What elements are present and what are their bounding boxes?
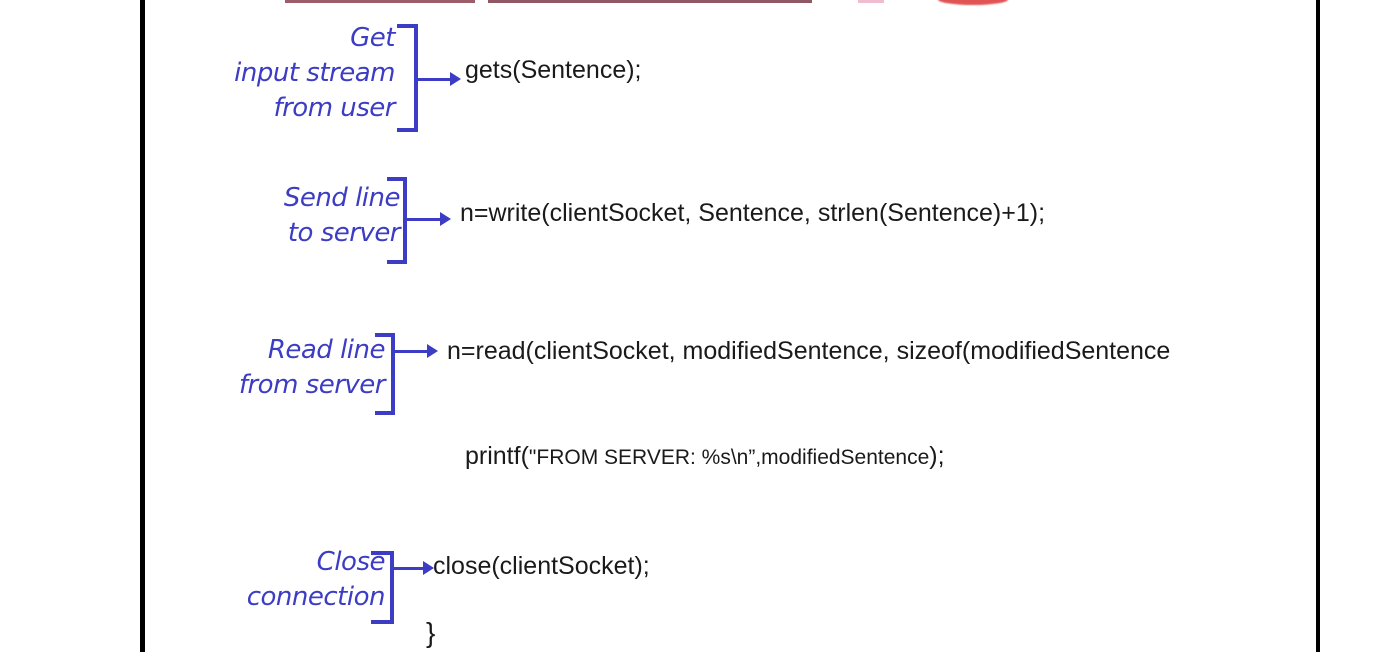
annotation-line: input stream (234, 58, 395, 88)
annotation-line: Read line (267, 335, 386, 365)
arrow-head (427, 344, 438, 358)
code-printf-prefix: printf( (465, 442, 529, 470)
annotation-send-line: Send line to server (150, 181, 401, 251)
arrow-head (450, 72, 461, 86)
annotation-line: from server (238, 370, 386, 400)
arrow-head (440, 212, 451, 226)
code-line-gets: gets(Sentence); (465, 56, 642, 84)
arrow-head (423, 561, 434, 575)
red-ellipse-marker-arc (938, 0, 1008, 5)
slide-right-border-line (1316, 0, 1320, 652)
annotation-line: Send line (283, 183, 401, 213)
bracket-icon (375, 333, 395, 415)
clipped-top-text-sliver (858, 0, 884, 3)
arrow-shaft (414, 78, 450, 81)
arrow-shaft (391, 350, 427, 353)
code-line-write: n=write(clientSocket, Sentence, strlen(S… (460, 199, 1046, 227)
slide-left-border-line (140, 0, 145, 652)
clipped-top-text-sliver (488, 0, 812, 3)
code-line-close: close(clientSocket); (433, 552, 650, 580)
clipped-top-text-sliver (285, 0, 475, 3)
bracket-icon (371, 551, 394, 624)
code-printf-suffix: ); (929, 442, 945, 470)
code-line-read: n=read(clientSocket, modifiedSentence, s… (447, 337, 1171, 365)
annotation-read-line: Read line from server (150, 333, 386, 403)
code-closing-brace: } (426, 617, 436, 648)
annotation-line: connection (246, 582, 386, 612)
arrow-shaft (403, 218, 440, 221)
annotation-line: Close (316, 547, 386, 577)
annotation-close-connection: Close connection (150, 545, 386, 615)
annotation-get-input-stream: Get input stream from user (150, 21, 395, 126)
annotation-line: to server (287, 218, 401, 248)
annotation-line: Get (350, 23, 395, 53)
annotation-line: from user (273, 93, 395, 123)
code-printf-string: "FROM SERVER: %s\n”,modifiedSentence (528, 446, 930, 469)
arrow-shaft (390, 567, 423, 570)
code-line-printf: printf("FROM SERVER: %s\n”,modifiedSente… (465, 442, 945, 471)
